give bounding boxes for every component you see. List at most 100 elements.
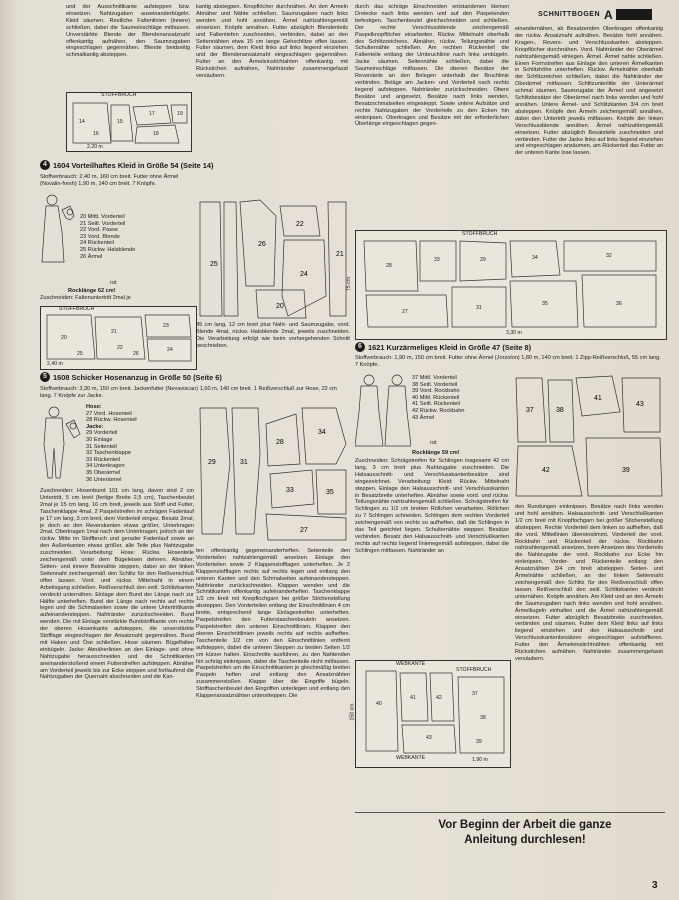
note-line-2: Anleitung durchlesen! bbox=[464, 834, 586, 846]
sec4-piece-label: 26 bbox=[258, 241, 266, 248]
sec5-stoff: Stoffverbrauch: 3,30 m, 150 cm breit. Ja… bbox=[40, 386, 337, 399]
l5-piece: 28 bbox=[386, 263, 392, 269]
header-label: SCHNITTBOGEN bbox=[538, 11, 600, 18]
layout-diagram-5: STOFFBRUCH 75 cm 28 33 29 34 27 31 35 32… bbox=[346, 230, 667, 340]
sec5-text-mid: ten offenkantig gegeneinanderheften. Sei… bbox=[196, 548, 350, 700]
sec4-zuschneiden: Zuschneiden: Faltenuntertritt 2mal je bbox=[40, 295, 131, 301]
sec5-part: 27 Vord. Hosenteil bbox=[86, 410, 132, 417]
sec4-piece-label: 20 bbox=[276, 303, 284, 310]
sec5-part: 32 Taschenklappe bbox=[86, 450, 131, 457]
layout-6-stoffbruch: STOFFBRUCH bbox=[456, 667, 492, 673]
layout-5-svg bbox=[363, 240, 657, 328]
sec4-piece-label: 21 bbox=[336, 251, 344, 258]
sec6-piece-label: 38 bbox=[556, 407, 564, 414]
layout-diagram-1: STOFFBRUCH 14 15 16 17 18 19 2,20 m bbox=[66, 92, 192, 152]
sec5-part: Jacke: bbox=[86, 423, 104, 430]
l6-piece: 43 bbox=[426, 735, 432, 741]
sec4-rot: rot bbox=[110, 280, 117, 286]
sec5-piece-label: 31 bbox=[240, 459, 248, 466]
sec6-stoff: Stoffverbrauch: 1,90 m, 150 cm breit. Fu… bbox=[355, 355, 661, 368]
layout-5-dim: 3,30 m bbox=[506, 330, 522, 336]
header-bar bbox=[615, 9, 652, 20]
sec6-title: 1621 Kurzärmeliges Kleid in Größe 47 (Se… bbox=[368, 342, 532, 352]
sec5-part: 28 Rückw. Hosenteil bbox=[86, 417, 137, 424]
layout-diagram-6: WEBKANTE 150 cm STOFFBRUCH 40 41 42 43 3… bbox=[350, 660, 511, 768]
l5-piece: 32 bbox=[606, 253, 612, 259]
sec4-heading: 4 1604 Vorteilhaftes Kleid in Größe 54 (… bbox=[40, 160, 213, 170]
l5-piece: 35 bbox=[542, 301, 548, 307]
layout-5-stoffbruch: STOFFBRUCH bbox=[462, 231, 498, 237]
header-letter: A bbox=[604, 7, 613, 22]
sec6-piece-label: 39 bbox=[622, 467, 630, 474]
col3-top-text: durch das schräge Einschneiden entstande… bbox=[355, 4, 509, 128]
l5-piece: 29 bbox=[480, 257, 486, 263]
l1-piece-19: 19 bbox=[177, 111, 183, 117]
l4-piece: 24 bbox=[167, 347, 173, 353]
sec5-part: 33 Rückenteil bbox=[86, 456, 120, 463]
sec6-text-left: Zuschneiden: Schrägstreifen für Schlinge… bbox=[355, 458, 509, 554]
sec6-number: 6 bbox=[355, 342, 365, 352]
sec4-part: 26 Ärmel bbox=[80, 253, 103, 260]
sec5-title: 1608 Schicker Hosenanzug in Größe 50 (Se… bbox=[53, 372, 222, 382]
l4-piece: 21 bbox=[111, 329, 117, 335]
sec4-dress-illustration bbox=[41, 194, 75, 263]
sec6-piece-label: 43 bbox=[636, 401, 644, 408]
col4-top-text: einandernähen, ab Besatzenden Oberkragen… bbox=[515, 26, 663, 157]
l6-piece: 38 bbox=[480, 715, 486, 721]
layout-1-dim: 2,20 m bbox=[87, 144, 103, 150]
sec5-part: 36 Unterärmel bbox=[86, 476, 122, 483]
sec6-pattern-pieces: 37 38 41 43 42 39 bbox=[515, 375, 663, 497]
layout-diagram-4: STOFFBRUCH 20 21 22 23 24 25 26 2,40 m bbox=[40, 306, 197, 370]
l4-piece: 20 bbox=[61, 335, 67, 341]
sec5-piece-label: 28 bbox=[276, 439, 284, 446]
layout-6-bottom: WEBKANTE bbox=[396, 755, 426, 761]
sec5-text-left: Zuschneiden: Hosenbund 101 cm lang, davo… bbox=[40, 488, 194, 681]
layout-4-stoffbruch: STOFFBRUCH bbox=[59, 306, 95, 312]
page-number: 3 bbox=[652, 880, 658, 891]
divider bbox=[355, 812, 665, 813]
page-header: SCHNITTBOGEN A bbox=[538, 7, 652, 22]
sec5-parts: Hose: 27 Vord. Hosenteil 28 Rückw. Hosen… bbox=[86, 404, 196, 483]
l1-piece-14: 14 bbox=[79, 119, 85, 125]
sec5-part: 35 Oberärmel bbox=[86, 469, 121, 476]
layout-6-webkante: WEBKANTE bbox=[396, 661, 426, 667]
sec6-piece-label: 41 bbox=[594, 395, 602, 402]
sec5-part: 30 Einlage bbox=[86, 436, 113, 443]
sec6-piece-label: 37 bbox=[526, 407, 534, 414]
sec5-piece-label: 35 bbox=[326, 489, 334, 496]
layout-6-dim: 1,90 m bbox=[472, 757, 488, 763]
l6-piece: 40 bbox=[376, 701, 382, 707]
sec5-piece-label: 33 bbox=[286, 487, 294, 494]
layout-4-dim: 2,40 m bbox=[47, 361, 63, 367]
sec4-part: 22 Vord. Passe bbox=[80, 227, 118, 234]
sec5-suit-illustration bbox=[43, 406, 81, 479]
sec5-piece-label: 34 bbox=[318, 429, 326, 436]
sec6-part: 41 Seitl. Rückenteil bbox=[412, 401, 460, 408]
layout-1-stoffbruch: STOFFBRUCH bbox=[101, 92, 137, 98]
sec5-part: 31 Seitenteil bbox=[86, 443, 117, 450]
sec4-part: 20 Mittl. Vorderteil bbox=[80, 214, 125, 220]
instruction-note: Vor Beginn der Arbeit die ganze Anleitun… bbox=[385, 818, 665, 848]
sec4-pattern-pieces: 25 26 22 24 21 20 bbox=[199, 199, 347, 319]
l5-piece: 34 bbox=[532, 255, 538, 261]
layout-5-side: 75 cm bbox=[346, 276, 353, 292]
l5-piece: 31 bbox=[476, 305, 482, 311]
sec4-piece-label: 22 bbox=[296, 221, 304, 228]
l5-piece: 33 bbox=[434, 257, 440, 263]
sec5-part: Hose: bbox=[86, 404, 102, 410]
l1-piece-18: 18 bbox=[153, 131, 159, 137]
sec6-text-right: den Rundungen einknipsen. Besätze nach l… bbox=[515, 504, 663, 662]
l6-piece: 39 bbox=[476, 739, 482, 745]
l6-piece: 37 bbox=[472, 691, 478, 697]
sec5-piece-label: 27 bbox=[300, 527, 308, 534]
sec5-number: 5 bbox=[40, 372, 50, 382]
sec4-part: 24 Rückenteil bbox=[80, 240, 114, 247]
l6-piece: 41 bbox=[410, 695, 416, 701]
l4-piece: 22 bbox=[117, 345, 123, 351]
l5-piece: 36 bbox=[616, 301, 622, 307]
l4-piece: 25 bbox=[77, 351, 83, 357]
sec5-heading: 5 1608 Schicker Hosenanzug in Größe 50 (… bbox=[40, 372, 222, 382]
sec4-part: 23 Vord. Blende bbox=[80, 233, 120, 240]
sec4-number: 4 bbox=[40, 160, 50, 170]
